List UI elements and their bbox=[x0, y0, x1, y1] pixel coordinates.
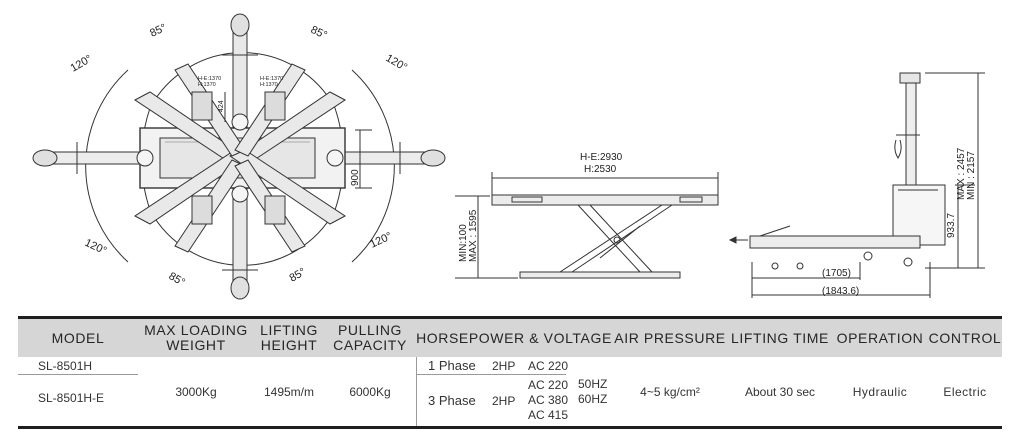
pulling-capacity-value: 6000Kg bbox=[349, 384, 391, 399]
model-row-1: SL-8501H bbox=[38, 358, 93, 373]
lifting-time-value: About 30 sec bbox=[744, 384, 816, 399]
width-900-label: 900 bbox=[350, 169, 361, 186]
h-right-label: H:1370 bbox=[260, 82, 278, 88]
side-view-labels: H-E:2930 H:2530 MIN:100 MAX : 1595 bbox=[458, 152, 623, 262]
angle-right-bottom-label: 120° bbox=[368, 230, 394, 250]
column-divider-voltage bbox=[416, 357, 417, 426]
length-he-label: H-E:2930 bbox=[580, 152, 623, 163]
end-height-min-label: MIN : 2157 bbox=[966, 151, 977, 200]
angle-top-right-label: 85° bbox=[309, 24, 329, 42]
angle-left-top-label: 120° bbox=[69, 53, 95, 75]
header-lifting-time: LIFTING TIME bbox=[731, 329, 829, 346]
angle-right-top-label: 120° bbox=[384, 52, 410, 74]
side-view-drawing bbox=[455, 172, 719, 279]
frequency-60hz: 60HZ bbox=[578, 391, 608, 406]
spec-table-header bbox=[18, 316, 1002, 357]
phase-3-hp: 2HP bbox=[492, 393, 516, 408]
end-length-1843-label: (1843.6) bbox=[822, 286, 859, 297]
row-divider-phase bbox=[416, 374, 566, 375]
technical-drawings: 85° 85° 120° 120° 120° 120° 85° 85° 900 … bbox=[32, 13, 985, 300]
angle-bottom-left-label: 85° bbox=[167, 270, 187, 289]
phase-1-voltage: AC 220 bbox=[528, 358, 569, 373]
end-height-max-label: MAX : 2457 bbox=[956, 147, 967, 200]
control-value: Electric bbox=[943, 384, 987, 399]
h-left-label: H:1370 bbox=[198, 82, 216, 88]
lifting-height-value: 1495m/m bbox=[263, 384, 315, 399]
header-model: MODEL bbox=[51, 329, 105, 346]
header-air-pressure: AIR PRESSURE bbox=[614, 329, 726, 346]
phase-1-label: 1 Phase bbox=[428, 358, 476, 373]
end-length-1705-label: (1705) bbox=[822, 268, 851, 279]
phase-3-voltage-1: AC 220 bbox=[528, 378, 569, 392]
phase-3-label: 3 Phase bbox=[428, 393, 476, 408]
header-control: CONTROL bbox=[928, 329, 1002, 346]
top-view-drawing bbox=[32, 13, 446, 300]
operation-value: Hydraulic bbox=[852, 384, 908, 399]
phase-1-hp: 2HP bbox=[492, 358, 516, 373]
header-pulling-capacity: PULLING CAPACITY bbox=[333, 322, 407, 353]
phase-3-voltage-3: AC 415 bbox=[528, 408, 569, 422]
header-max-loading-weight: MAX LOADING WEIGHT bbox=[144, 322, 248, 353]
phase-3-voltage-2: AC 380 bbox=[528, 393, 569, 407]
frequency-values: 50HZ 60HZ bbox=[578, 357, 607, 426]
end-view-labels: MAX : 2457 MIN : 2157 933.7 (1705) (1843… bbox=[822, 147, 977, 297]
header-lifting-height: LIFTING HEIGHT bbox=[260, 322, 318, 353]
he-left-label: H-E:1370 bbox=[198, 76, 221, 82]
table-bottom-rule bbox=[18, 426, 1002, 429]
height-min-label: MIN:100 bbox=[458, 224, 469, 262]
frequency-50hz: 50HZ bbox=[578, 376, 608, 391]
angle-left-bottom-label: 120° bbox=[83, 237, 109, 257]
angle-top-left-label: 85° bbox=[148, 22, 168, 40]
model-row-2: SL-8501H-E bbox=[38, 390, 105, 405]
phase-3-voltages: AC 220 AC 380 AC 415 bbox=[528, 375, 568, 426]
height-max-label: MAX : 1595 bbox=[468, 209, 479, 262]
end-view-drawing bbox=[728, 72, 985, 298]
air-pressure-value: 4~5 kg/cm² bbox=[640, 384, 700, 399]
dim-424-label: 424 bbox=[218, 100, 225, 112]
end-height-933-label: 933.7 bbox=[946, 213, 957, 238]
angle-bottom-right-label: 85° bbox=[288, 266, 308, 285]
row-divider-model bbox=[18, 374, 138, 375]
header-operation: OPERATION bbox=[836, 329, 924, 346]
spec-table: MODEL MAX LOADING WEIGHT LIFTING HEIGHT … bbox=[18, 316, 1002, 429]
header-horsepower-voltage: HORSEPOWER & VOLTAGE bbox=[416, 329, 612, 346]
max-loading-weight-value: 3000Kg bbox=[175, 384, 217, 399]
he-right-label: H-E:1370 bbox=[260, 76, 283, 82]
length-h-label: H:2530 bbox=[584, 164, 617, 175]
